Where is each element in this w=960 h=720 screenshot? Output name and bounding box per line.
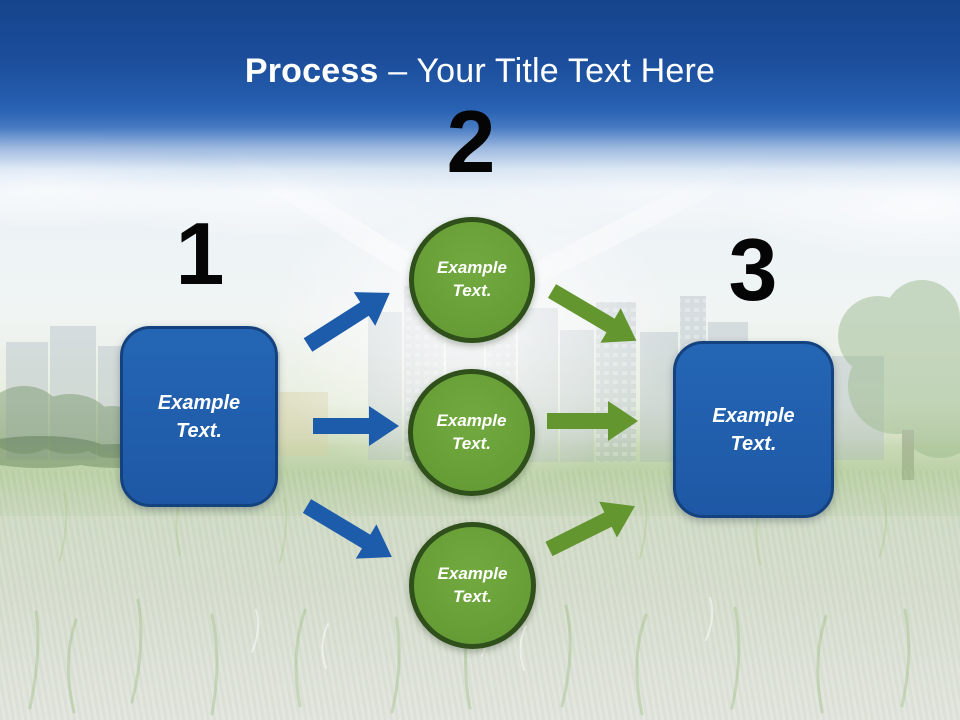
step-number-1: 1 — [175, 204, 225, 303]
process-circle-1[interactable]: Example Text. — [409, 217, 535, 343]
arrow-green-middle[interactable] — [547, 401, 638, 441]
arrow-green-bottom[interactable] — [540, 488, 644, 567]
arrow-green-top[interactable] — [542, 274, 647, 358]
step-number-3: 3 — [728, 220, 778, 319]
slide-title: Process – Your Title Text Here — [0, 52, 960, 91]
step-number-2: 2 — [446, 92, 496, 191]
circle-label: Example Text. — [437, 258, 507, 300]
title-banner — [0, 0, 960, 212]
process-circle-3[interactable]: Example Text. — [409, 522, 536, 649]
process-box-3[interactable]: Example Text. — [673, 341, 834, 518]
box-label: Example Text. — [157, 391, 241, 442]
process-box-1[interactable]: Example Text. — [120, 326, 278, 507]
box-label: Example Text. — [712, 404, 795, 455]
title-emphasis: Process — [244, 52, 379, 90]
circle-label: Example Text. — [436, 410, 507, 453]
arrow-blue-top[interactable] — [297, 276, 400, 362]
arrow-blue-bottom[interactable] — [297, 489, 402, 574]
arrow-blue-middle[interactable] — [313, 406, 399, 446]
process-circle-2[interactable]: Example Text. — [408, 369, 535, 496]
circle-label: Example Text. — [437, 563, 508, 606]
title-rest: – Your Title Text Here — [388, 52, 716, 90]
